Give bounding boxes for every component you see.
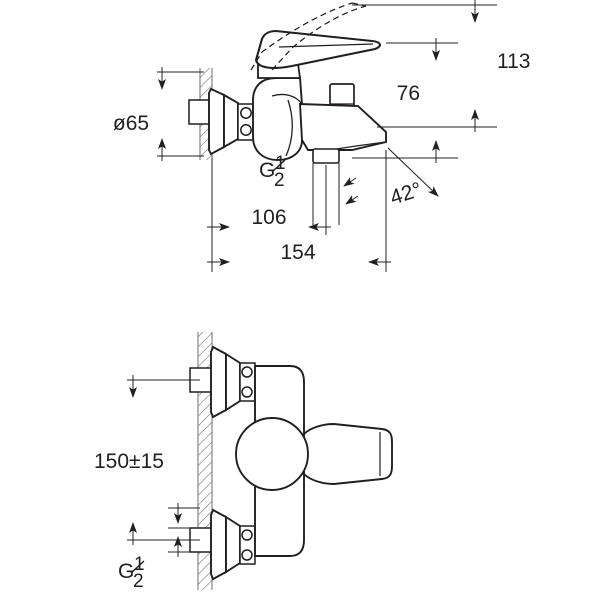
thread-label-prefix-top: G — [259, 159, 275, 182]
dimension-diameter-65 — [157, 67, 204, 161]
dimension-label-length-106: 106 — [251, 206, 286, 229]
thread-callout-bottom: G 1 2 — [118, 554, 145, 592]
connector-nut-top — [237, 103, 255, 141]
dimension-outlet-ticks — [312, 163, 359, 225]
dimension-height-76 — [352, 38, 458, 163]
dimension-angle-42 — [385, 147, 439, 200]
connector-nut-lower — [239, 525, 256, 565]
dimension-thread-ticks-bottom — [168, 503, 200, 557]
dimension-height-113 — [352, 0, 497, 132]
connector-nut-upper — [239, 362, 256, 402]
spout-top — [298, 103, 387, 151]
thread-label-prefix-bottom: G — [118, 560, 134, 583]
thread-callout-top: G 1 2 — [259, 153, 286, 191]
dimension-label-center-distance-150: 150±15 — [94, 450, 164, 473]
shower-outlet-top — [312, 148, 340, 164]
dimension-length-106 — [207, 158, 331, 235]
dimension-label-length-154: 154 — [280, 241, 315, 264]
dimension-label-height-113: 113 — [497, 50, 530, 73]
dimension-label-height-76: 76 — [397, 82, 420, 105]
side-elevation-view: ø65 113 76 106 — [113, 0, 530, 272]
lever-handle-closed — [254, 29, 381, 70]
thread-label-denominator-top: 2 — [274, 170, 285, 191]
cartridge-circle-front — [235, 417, 309, 491]
dimension-center-distance-150 — [127, 375, 200, 545]
thread-label-denominator-bottom: 2 — [133, 571, 144, 592]
front-elevation-view: 150±15 G 1 2 — [94, 332, 393, 592]
lever-handle-front — [303, 423, 393, 485]
escutcheon-upper — [210, 345, 241, 419]
mixer-body-top — [252, 77, 303, 161]
escutcheon-lower — [210, 508, 241, 581]
dimension-label-diameter-65: ø65 — [113, 112, 149, 135]
escutcheon-top — [208, 87, 239, 156]
